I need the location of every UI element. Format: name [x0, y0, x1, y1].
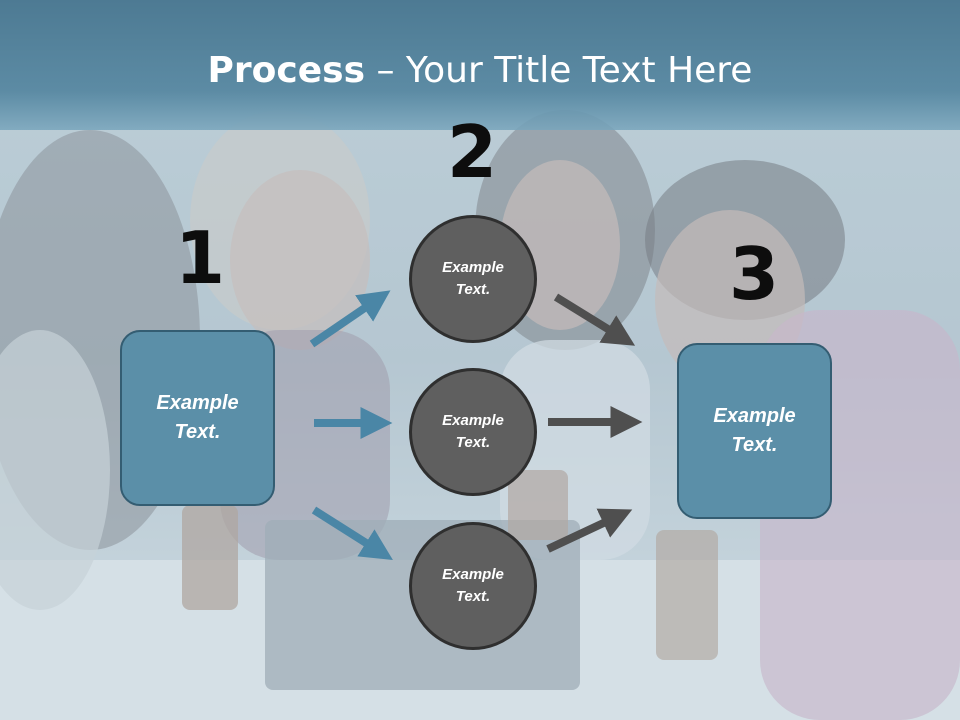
- step-1-box: Example Text.: [120, 330, 275, 506]
- step-number-1: 1: [174, 216, 226, 300]
- title-band: [0, 0, 960, 130]
- title-bold: Process: [207, 50, 366, 91]
- arrow-box1-to-circle-top: [309, 290, 391, 348]
- step-2-circle-middle: Example Text.: [409, 368, 537, 496]
- title-separator: –: [365, 50, 406, 91]
- step-3-box: Example Text.: [677, 343, 832, 519]
- step-number-3: 3: [728, 232, 780, 316]
- slide-title: Process – Your Title Text Here: [0, 50, 960, 91]
- arrow-circle-bottom-to-box3: [546, 508, 633, 553]
- circle-bottom-text: Example Text.: [442, 565, 504, 606]
- arrow-circle-top-to-box3: [553, 293, 636, 346]
- circle-middle-text: Example Text.: [442, 411, 504, 452]
- step-number-2: 2: [446, 110, 498, 194]
- arrow-box1-to-circle-bottom: [311, 506, 393, 560]
- title-rest: Your Title Text Here: [405, 50, 753, 91]
- step-3-box-text: Example Text.: [713, 405, 796, 456]
- step-2-circle-bottom: Example Text.: [409, 522, 537, 650]
- circle-top-text: Example Text.: [442, 258, 504, 299]
- step-1-box-text: Example Text.: [156, 392, 239, 443]
- step-2-circle-top: Example Text.: [409, 215, 537, 343]
